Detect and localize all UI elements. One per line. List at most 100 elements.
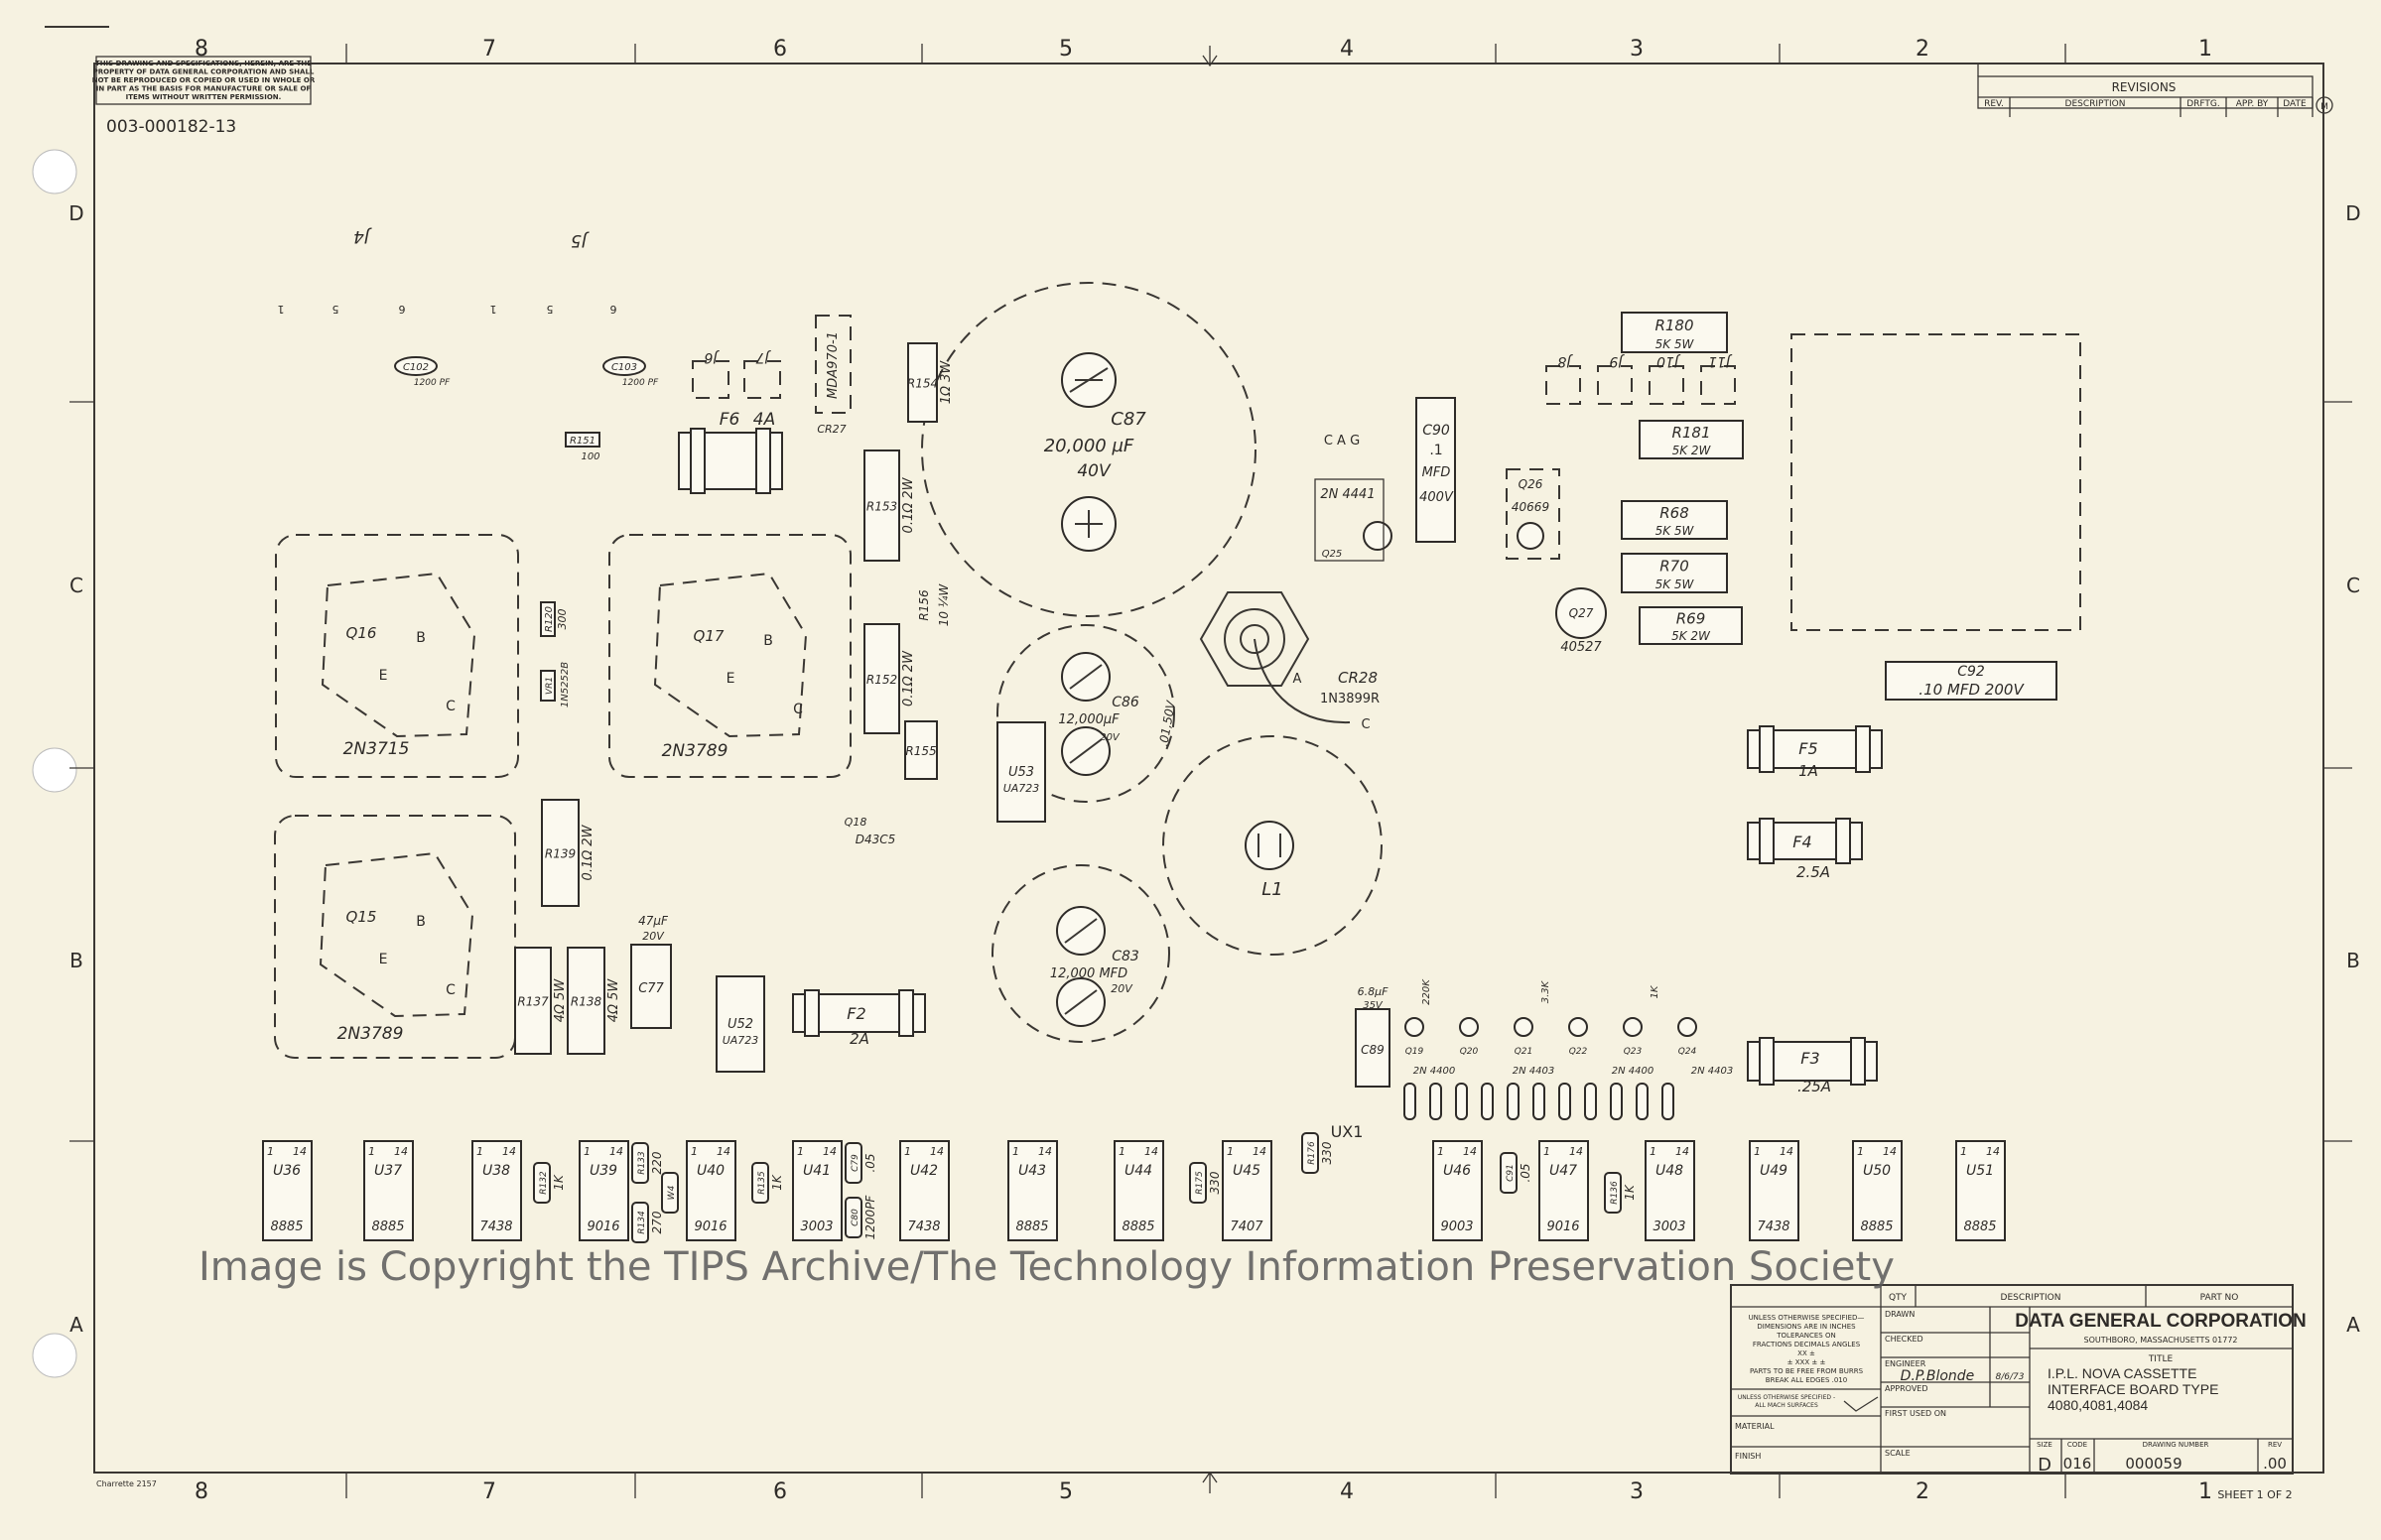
ic-type: 8885: [1122, 1219, 1154, 1234]
u52-regulator: [716, 975, 765, 1073]
part-no-header: PART NO: [2200, 1293, 2239, 1303]
description-header: DESCRIPTION: [2001, 1293, 2061, 1303]
q25-type: 2N 4441: [1320, 487, 1375, 502]
small-transistor-label: Q22: [1569, 1047, 1588, 1057]
small-transistor-type: 2N 4403: [1691, 1066, 1733, 1077]
q27-transistor: [1555, 587, 1607, 639]
zone-column-top: 2: [1916, 37, 1929, 62]
c86-outline: [996, 624, 1175, 803]
r151-label: R151: [570, 436, 595, 447]
r156-label: R156: [917, 589, 931, 621]
q16-collector-pin: C: [446, 699, 456, 714]
tolerance-note: ± XXX ± ±: [1787, 1358, 1826, 1366]
surfaces-note: ALL MACH SURFACES: [1755, 1402, 1818, 1409]
rev-value: .00: [2263, 1455, 2287, 1473]
ic-pin-14: 14: [1675, 1145, 1689, 1158]
ic-reference: U50: [1863, 1163, 1891, 1179]
small-resistor: [1507, 1083, 1520, 1120]
f5-rating: 1A: [1798, 762, 1818, 780]
small-resistor-value: 1K: [1650, 984, 1660, 998]
small-resistor: [1636, 1083, 1649, 1120]
f4-fuse-clip: [1759, 818, 1775, 864]
ic-pin-1: 1: [1119, 1145, 1125, 1158]
r69-value: 5K 2W: [1671, 629, 1711, 643]
zone-column-bottom: 6: [773, 1479, 787, 1504]
q25-pins: C A G: [1324, 434, 1360, 449]
small-resistor: [1532, 1083, 1545, 1120]
ic-pin-14: 14: [1883, 1145, 1897, 1158]
r68-label: R68: [1659, 504, 1689, 522]
f6-fuse-clip: [690, 428, 706, 494]
f3-label: F3: [1800, 1049, 1819, 1068]
small-transistor-label: Q19: [1405, 1047, 1424, 1057]
f4-label: F4: [1792, 833, 1811, 851]
qty-header: QTY: [1889, 1293, 1908, 1303]
c89-label: C89: [1361, 1043, 1385, 1057]
r152-label: R152: [866, 673, 897, 687]
ic-row-part: [661, 1172, 679, 1214]
ic-row-part: [1301, 1132, 1319, 1174]
ic-type: 9003: [1440, 1219, 1473, 1234]
center-arrow-top: [1202, 46, 1218, 67]
ic-pin-1: 1: [584, 1145, 591, 1158]
surface-check-mark: [1843, 1396, 1879, 1412]
f6-rating: 4A: [753, 410, 775, 430]
r137-value: 4Ω 5W: [553, 978, 568, 1023]
small-transistor-label: Q21: [1515, 1047, 1533, 1057]
l1-outline: [1162, 735, 1383, 956]
ic-u45: [1222, 1140, 1272, 1241]
tolerance-note: PARTS TO BE FREE FROM BURRS: [1750, 1367, 1864, 1375]
r139-label: R139: [545, 847, 576, 861]
c83-voltage: 20V: [1111, 982, 1133, 995]
zone-row-left: D: [68, 201, 83, 225]
q26-label: Q26: [1519, 477, 1543, 491]
f2-rating: 2A: [850, 1030, 869, 1048]
tolerance-note: XX ±: [1797, 1349, 1815, 1357]
u52-type: UA723: [723, 1034, 759, 1047]
notice-line: THIS DRAWING AND SPECIFICATIONS, HEREIN,…: [95, 60, 312, 67]
ic-row-part-label: R175: [1195, 1171, 1205, 1195]
r69-label: R69: [1676, 610, 1706, 628]
revisions-header: APP. BY: [2236, 99, 2269, 109]
r138-resistor: [567, 947, 605, 1055]
q17-base-pin: B: [763, 633, 773, 649]
ic-reference: U40: [697, 1163, 725, 1179]
r138-label: R138: [571, 995, 602, 1009]
small-resistor: [1429, 1083, 1442, 1120]
zone-column-top: 1: [2198, 37, 2212, 62]
finish-label: FINISH: [1735, 1452, 1761, 1461]
small-transistor: [1568, 1017, 1588, 1037]
ic-pin-14: 14: [1986, 1145, 2000, 1158]
c103-capacitor: [602, 356, 646, 376]
c92-label: C92: [1957, 664, 1985, 680]
r68-resistor: [1621, 500, 1728, 540]
surfaces-note: UNLESS OTHERWISE SPECIFIED -: [1738, 1394, 1835, 1401]
j10-label: J10: [1656, 353, 1681, 369]
q15-emitter-pin: E: [379, 952, 388, 967]
zone-column-top: 3: [1630, 37, 1644, 62]
tolerance-note: FRACTIONS DECIMALS ANGLES: [1753, 1341, 1861, 1348]
size-label: SIZE: [2037, 1441, 2052, 1449]
small-resistor: [1455, 1083, 1468, 1120]
r152-resistor: [863, 623, 900, 734]
c102-value: 1200 PF: [414, 378, 451, 388]
q16-heatsink-outline: [275, 534, 519, 778]
ic-type: 9016: [587, 1219, 619, 1234]
small-transistor: [1459, 1017, 1479, 1037]
r70-resistor: [1621, 553, 1728, 593]
r68-value: 5K 5W: [1655, 524, 1695, 538]
c83-value: 12,000 MFD: [1050, 966, 1127, 981]
vr1-zener: [540, 670, 556, 702]
small-transistor: [1404, 1017, 1424, 1037]
small-resistor: [1558, 1083, 1571, 1120]
j6-jumper: [692, 360, 729, 399]
screw-terminals: [1056, 352, 1544, 1027]
company-name: DATA GENERAL CORPORATION: [2015, 1311, 2306, 1332]
q17-collector-pin: C: [793, 702, 803, 717]
cr28-label: CR28: [1338, 669, 1378, 687]
ic-u36: [262, 1140, 313, 1241]
drawing-frame: [32, 26, 2333, 1474]
ic-type: 7438: [1757, 1219, 1789, 1234]
drawing-title: I.P.L. NOVA CASSETTE: [2048, 1365, 2196, 1381]
title-block-border: [1730, 1284, 2294, 1475]
